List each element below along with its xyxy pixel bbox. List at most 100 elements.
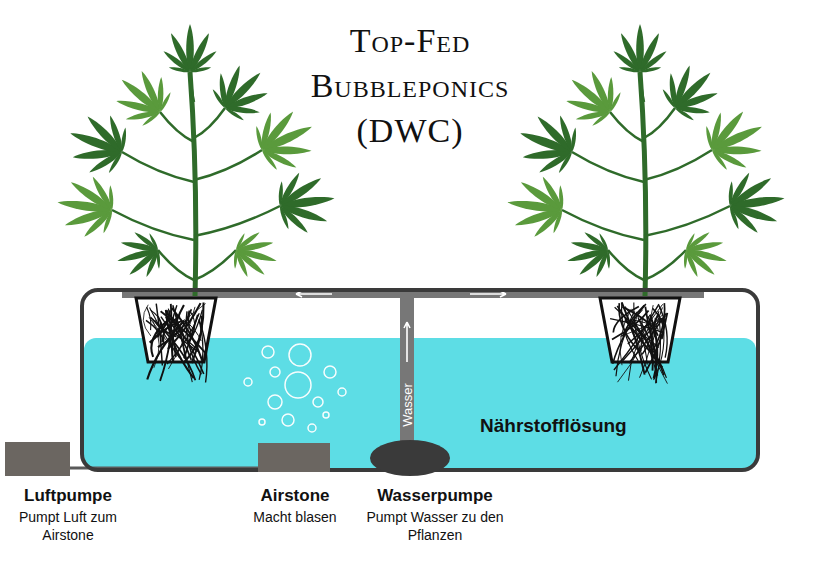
leaflet bbox=[278, 204, 310, 235]
leaflet bbox=[133, 230, 159, 251]
node-caption: Nährstofflösung bbox=[480, 414, 710, 438]
leaflet bbox=[85, 114, 125, 155]
leaf bbox=[53, 170, 119, 242]
leaf bbox=[561, 226, 616, 285]
root bbox=[156, 304, 162, 366]
leaflet bbox=[684, 250, 688, 269]
root bbox=[167, 310, 176, 357]
leaflet bbox=[234, 249, 250, 278]
branch bbox=[122, 152, 194, 182]
leaflet bbox=[710, 149, 728, 171]
leaflet bbox=[108, 185, 114, 210]
node-caption: WasserpumpePumpt Wasser zu den Pflanzen bbox=[356, 484, 514, 544]
root bbox=[143, 305, 151, 336]
leaflet bbox=[710, 123, 764, 154]
node-caption: AirstoneMacht blasen bbox=[230, 484, 360, 526]
root bbox=[640, 318, 656, 378]
leaflet bbox=[188, 49, 218, 74]
part-name: Airstone bbox=[230, 484, 360, 508]
branch bbox=[644, 250, 686, 280]
branch bbox=[190, 72, 194, 102]
leaflet bbox=[90, 175, 115, 211]
leaf bbox=[678, 226, 733, 285]
branch bbox=[194, 250, 236, 280]
water-pump-oval: WasserpumpePumpt Wasser zu den Pflanzen bbox=[370, 440, 450, 476]
leaflet bbox=[711, 147, 748, 170]
leaflet bbox=[588, 69, 613, 113]
leaflet bbox=[728, 204, 760, 235]
net-pot bbox=[600, 298, 680, 384]
leaflet bbox=[728, 205, 740, 230]
leaf bbox=[246, 98, 325, 181]
leaflet bbox=[158, 91, 172, 113]
plants bbox=[53, 24, 789, 296]
leaf bbox=[228, 226, 283, 285]
part-name: Wasserpumpe bbox=[356, 484, 514, 508]
stem bbox=[190, 72, 196, 296]
net-pots bbox=[136, 298, 680, 384]
bubbles bbox=[244, 344, 346, 432]
branch bbox=[160, 112, 194, 142]
leaflet bbox=[190, 66, 212, 74]
branch bbox=[608, 250, 644, 280]
root bbox=[616, 311, 634, 376]
leaflet bbox=[540, 175, 565, 211]
branch bbox=[644, 108, 675, 138]
leaf bbox=[111, 226, 166, 285]
stem bbox=[640, 72, 646, 296]
leaflet bbox=[260, 123, 314, 154]
leaflet bbox=[535, 114, 575, 155]
root bbox=[151, 317, 196, 380]
leaf bbox=[509, 103, 585, 183]
leaf bbox=[162, 24, 218, 74]
flow-arrows bbox=[296, 291, 506, 362]
title: Top-Fed Bubbleponics (DWC) bbox=[270, 18, 550, 153]
root bbox=[617, 306, 636, 341]
tank-box: NährstofflösungAirstoneMacht blasenWasse… bbox=[80, 288, 760, 472]
leaflet bbox=[260, 149, 278, 171]
branch bbox=[644, 206, 730, 236]
leaf bbox=[612, 24, 668, 74]
leaf bbox=[273, 166, 339, 238]
leaflet bbox=[120, 127, 127, 152]
root bbox=[172, 319, 204, 374]
branch bbox=[112, 210, 194, 240]
leaflet bbox=[278, 205, 290, 230]
leaflet bbox=[558, 185, 564, 210]
leaflet bbox=[684, 248, 716, 277]
leaflet bbox=[674, 107, 695, 122]
leaf bbox=[59, 103, 135, 183]
leaflet bbox=[640, 66, 662, 74]
riser-pipe bbox=[400, 298, 414, 442]
leaflet bbox=[638, 49, 668, 74]
leaflet bbox=[608, 91, 622, 113]
root bbox=[192, 303, 204, 364]
branch bbox=[562, 210, 644, 240]
part-name: Luftpumpe bbox=[4, 484, 132, 508]
leaflet bbox=[684, 249, 700, 278]
branch bbox=[640, 72, 644, 102]
part-name: Nährstofflösung bbox=[480, 414, 710, 438]
leaflet bbox=[570, 127, 577, 152]
part-description: Pumpt Wasser zu den Pflanzen bbox=[356, 508, 514, 544]
branch bbox=[194, 206, 280, 236]
branch bbox=[572, 152, 644, 182]
cannabis-plant bbox=[503, 24, 789, 296]
leaf bbox=[503, 170, 569, 242]
root bbox=[153, 320, 160, 367]
root bbox=[188, 309, 191, 331]
leaflet bbox=[234, 250, 238, 269]
branch bbox=[194, 150, 262, 180]
leaf bbox=[723, 166, 789, 238]
leaflet bbox=[583, 230, 609, 251]
cannabis-plant bbox=[53, 24, 339, 296]
net-pot bbox=[136, 298, 216, 382]
leaflet bbox=[138, 69, 163, 113]
pipe-label: Wasser bbox=[400, 383, 415, 427]
node-caption: LuftpumpePumpt Luft zum Airstone bbox=[4, 484, 132, 544]
branch bbox=[158, 250, 194, 280]
air-pump-box: LuftpumpePumpt Luft zum Airstone bbox=[5, 442, 70, 476]
leaf bbox=[696, 98, 775, 181]
branch bbox=[610, 112, 644, 142]
leaflet bbox=[234, 248, 266, 277]
